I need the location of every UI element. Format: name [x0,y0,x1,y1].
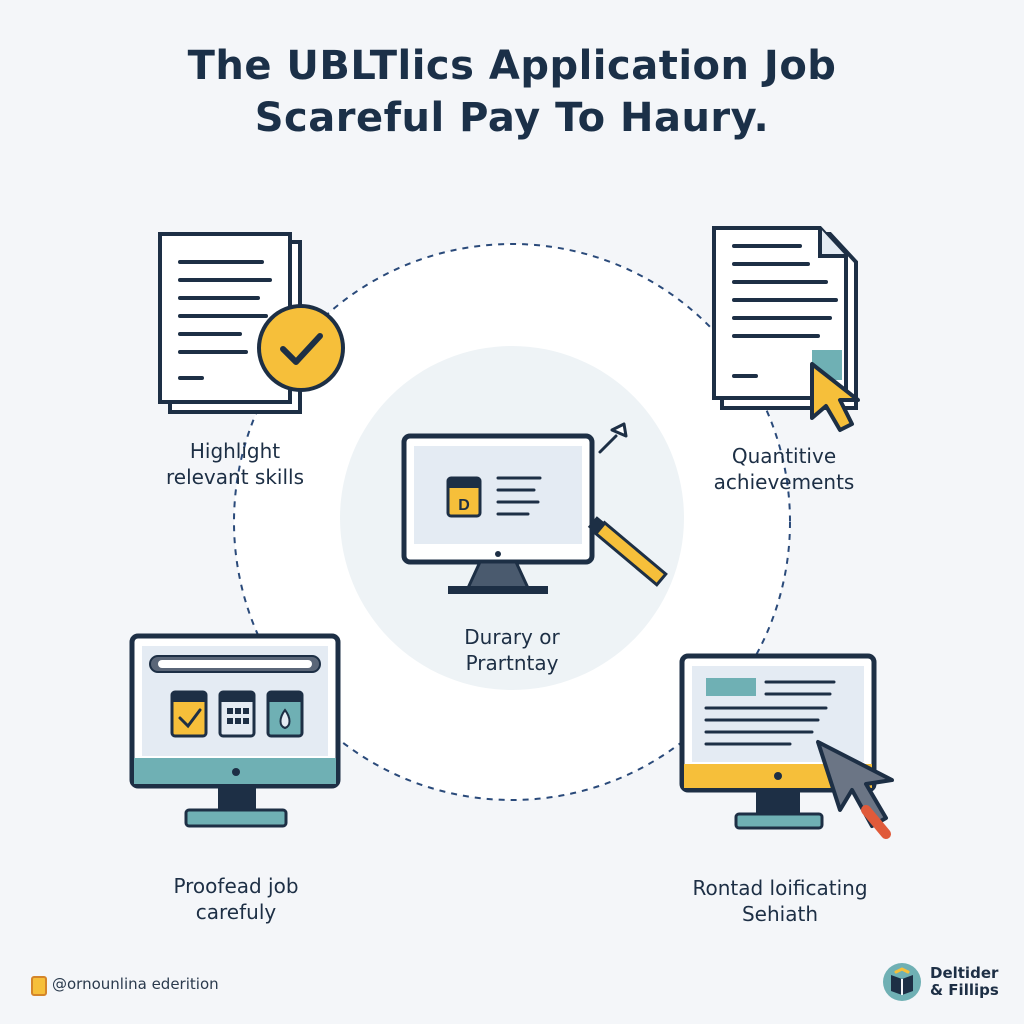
svg-text:D: D [458,497,470,514]
cup-icon [31,976,47,996]
title-line-2: Scareful Pay To Haury. [254,95,770,141]
document-cursor-icon [712,226,860,432]
node-label-bottom-right: Rontad loificating Sehiath [692,876,868,926]
book-logo-icon [883,963,921,1001]
document-check-icon [158,232,345,414]
center-label: Durary or Prartntay [464,625,560,675]
page-title: The UBLTlics Application Job Scareful Pa… [0,40,1024,144]
brand-logo: Deltider & Fillips [882,962,999,1002]
title-line-1: The UBLTlics Application Job [187,43,837,89]
node-label-bottom-left: Proofead job carefuly [173,874,299,924]
monitor-apps-icon [129,633,341,828]
node-label-top-right: Quantitive achievements [713,444,855,494]
footer-credit-text: @ornounlina ederition [52,975,219,993]
monitor-cursor-icon [679,653,894,839]
monitor-pencil-icon: D [401,422,668,594]
footer-credit: @ornounlina ederition [30,975,219,993]
brand-name: Deltider & Fillips [930,964,999,999]
node-label-top-left: Highlight relevant skills [165,439,304,489]
